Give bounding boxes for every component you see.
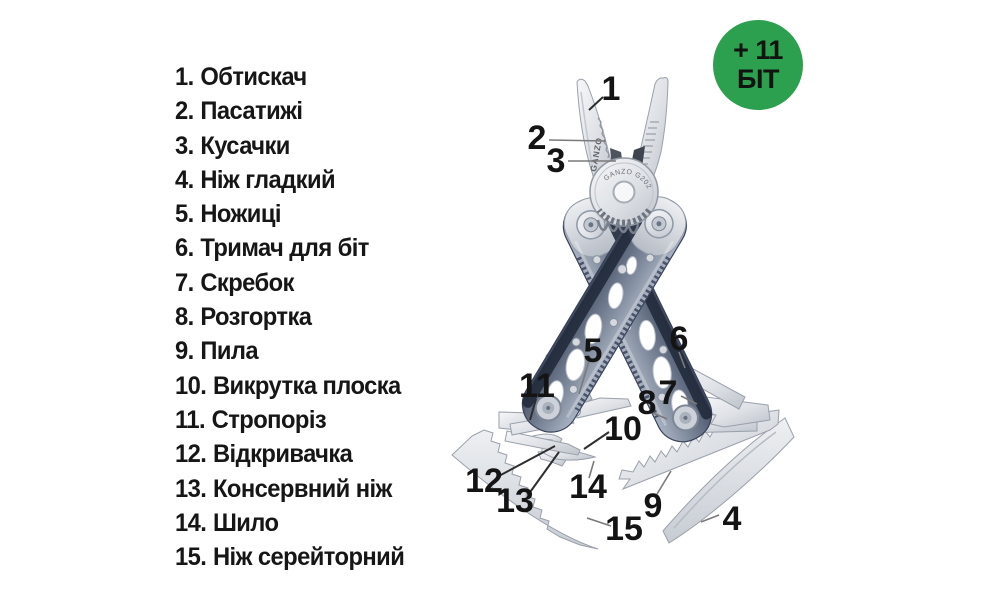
pivot-disc: GANZO G202 [589,157,659,227]
parts-list-item: 9.Пила [175,334,404,368]
item-label: Розгортка [200,303,312,332]
item-label: Ножиці [200,200,281,229]
callout-number-14: 14 [569,468,607,506]
callout-number-5: 5 [584,332,603,370]
callout-number-13: 13 [496,482,534,520]
handle-bottom-pivot [534,394,562,422]
parts-list-item: 15.Ніж серейторний [175,540,405,574]
item-label: Пасатижі [200,97,303,126]
item-label: Кусачки [200,131,290,160]
callout-number-12: 12 [465,462,503,500]
tool-serrated-knife [451,429,599,550]
callout-number-4: 4 [723,500,742,538]
item-number: 12. [175,440,207,469]
item-number: 10. [175,371,207,400]
pivot-center-hole [612,180,636,204]
callout-number-6: 6 [670,320,689,358]
parts-list-item: 10.Викрутка плоска [175,369,404,403]
item-number: 8. [175,303,194,332]
tool-flat-screwdriver [504,430,581,456]
plier-jaw-left-serrations [597,117,610,159]
parts-list: 1.Обтискач 2.Пасатижі 3.Кусачки 4.Ніж гл… [175,60,416,574]
item-number: 5. [175,200,194,229]
callout-number-9: 9 [644,487,663,525]
item-label: Шило [212,508,279,537]
item-label: Відкривачка [212,440,353,469]
callout-number-15: 15 [605,510,643,548]
plier-head: GANZO G202 GANZO [576,77,669,235]
plier-jaw-right-teeth [637,121,659,165]
parts-list-item: 11.Стропоріз [175,403,404,437]
handle-bottom-pivot [671,404,699,432]
parts-list-item: 5.Ножиці [175,197,404,231]
bits-badge-word: БІТ [737,64,779,94]
handle-top-pivot [644,208,674,239]
item-label: Тримач для біт [200,234,369,263]
item-number: 2. [175,97,194,126]
callout-leader-lines [496,96,720,527]
callout-number-2: 2 [528,119,547,157]
parts-list-item: 4.Ніж гладкий [175,163,404,197]
item-label: Обтискач [200,63,307,91]
item-number: 4. [175,165,194,194]
item-label: Пила [200,337,259,366]
item-number: 9. [175,337,194,366]
parts-list-item: 12.Відкривачка [175,437,404,471]
right-handle [521,196,687,433]
item-label: Ніж серейторний [212,543,405,572]
pivot-gear-teeth [596,208,652,226]
parts-list-item: 2.Пасатижі [175,94,404,128]
callout-numbers: 1 2 3 4 5 6 7 8 9 10 11 12 13 14 15 [465,70,741,548]
bits-badge-count: + 11 [733,35,783,65]
tool-knife-plain [662,417,795,544]
parts-list-item: 14.Шило [175,506,404,540]
item-label: Викрутка плоска [212,371,401,400]
callout-number-7: 7 [659,374,678,412]
item-label: Ніж гладкий [200,165,336,194]
item-number: 15. [175,543,207,572]
item-number: 7. [175,268,194,297]
item-number: 6. [175,234,194,263]
item-number: 11. [175,405,206,434]
pivot-spring [596,219,640,235]
item-number: 1. [175,63,194,91]
parts-list-item: 3.Кусачки [175,129,404,163]
parts-list-item: 8.Розгортка [175,300,404,334]
item-label: Скребок [200,268,294,297]
parts-list-item: 6.Тримач для біт [175,231,404,265]
callout-number-1: 1 [602,70,621,108]
item-number: 3. [175,131,194,160]
handle-cutouts [546,256,638,409]
item-label: Консервний ніж [212,474,392,503]
item-label: Стропоріз [211,405,327,434]
handle-rivets [568,253,655,394]
callout-number-11: 11 [519,367,555,405]
handle-inner-channel [522,215,643,408]
parts-list-item: 13.Консервний ніж [175,472,404,506]
parts-list-item: 1.Обтискач [175,60,404,94]
parts-list-item: 7.Скребок [175,266,404,300]
item-number: 14. [175,508,207,537]
bits-badge: + 11 БІТ [713,20,803,110]
callout-number-10: 10 [604,410,642,448]
callout-number-3: 3 [547,142,566,180]
callout-number-8: 8 [638,384,657,422]
handle-serrated-edge [574,256,671,412]
item-number: 13. [175,474,207,503]
